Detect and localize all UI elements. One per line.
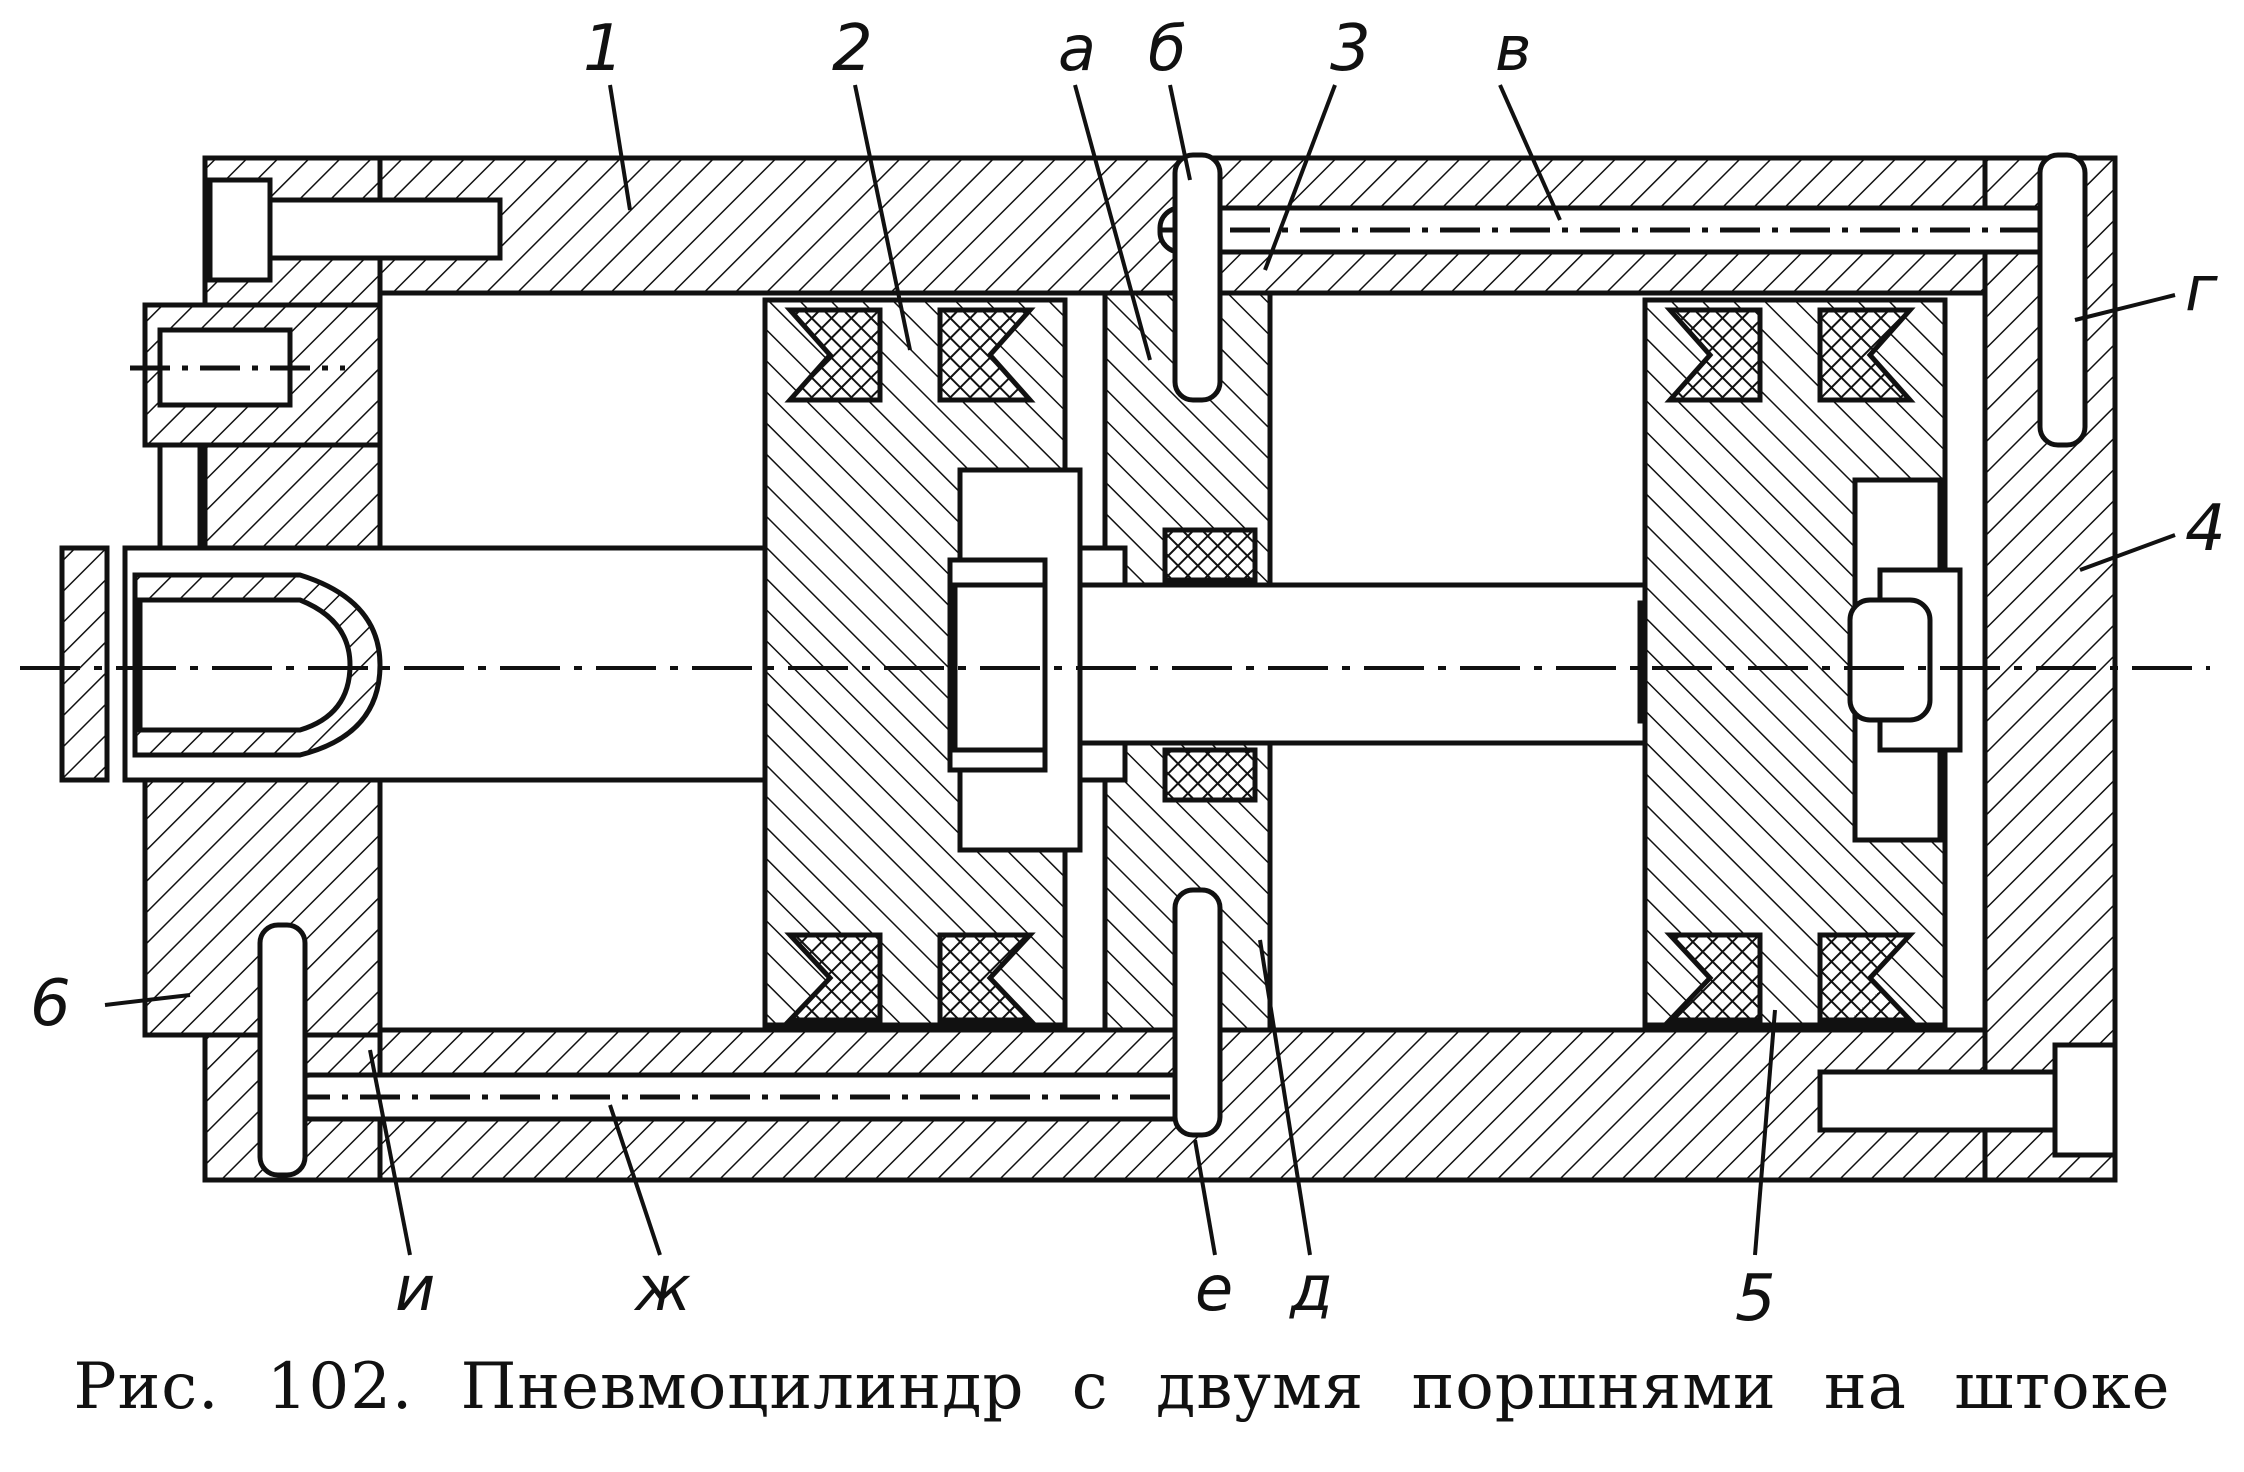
rod-nuts: [59, 545, 1933, 783]
label-part-2: 2: [832, 12, 873, 86]
label-port-d: д: [1289, 1252, 1333, 1325]
label-port-b: б: [1148, 12, 1186, 85]
piston-seals: [784, 307, 1916, 1023]
label-part-4: 4: [2185, 492, 2226, 566]
label-part-1: 1: [583, 12, 624, 86]
piston-right: [1642, 297, 1963, 1028]
bolts: [207, 152, 2118, 1178]
label-port-i: и: [395, 1252, 435, 1325]
label-port-a: а: [1058, 12, 1096, 85]
label-part-5: 5: [1735, 1262, 1776, 1336]
leader-lines: [104, 84, 2176, 1256]
label-port-v: в: [1495, 12, 1532, 85]
label-part-3: 3: [1330, 12, 1371, 86]
figure-caption: Рис. 102. Пневмоцилиндр с двумя поршнями…: [73, 1350, 2171, 1424]
air-passages: [287, 205, 2063, 1122]
label-port-e: е: [1195, 1252, 1233, 1325]
label-part-6: 6: [30, 967, 71, 1041]
label-port-zh: ж: [633, 1252, 691, 1325]
label-port-g: г: [2185, 252, 2218, 325]
